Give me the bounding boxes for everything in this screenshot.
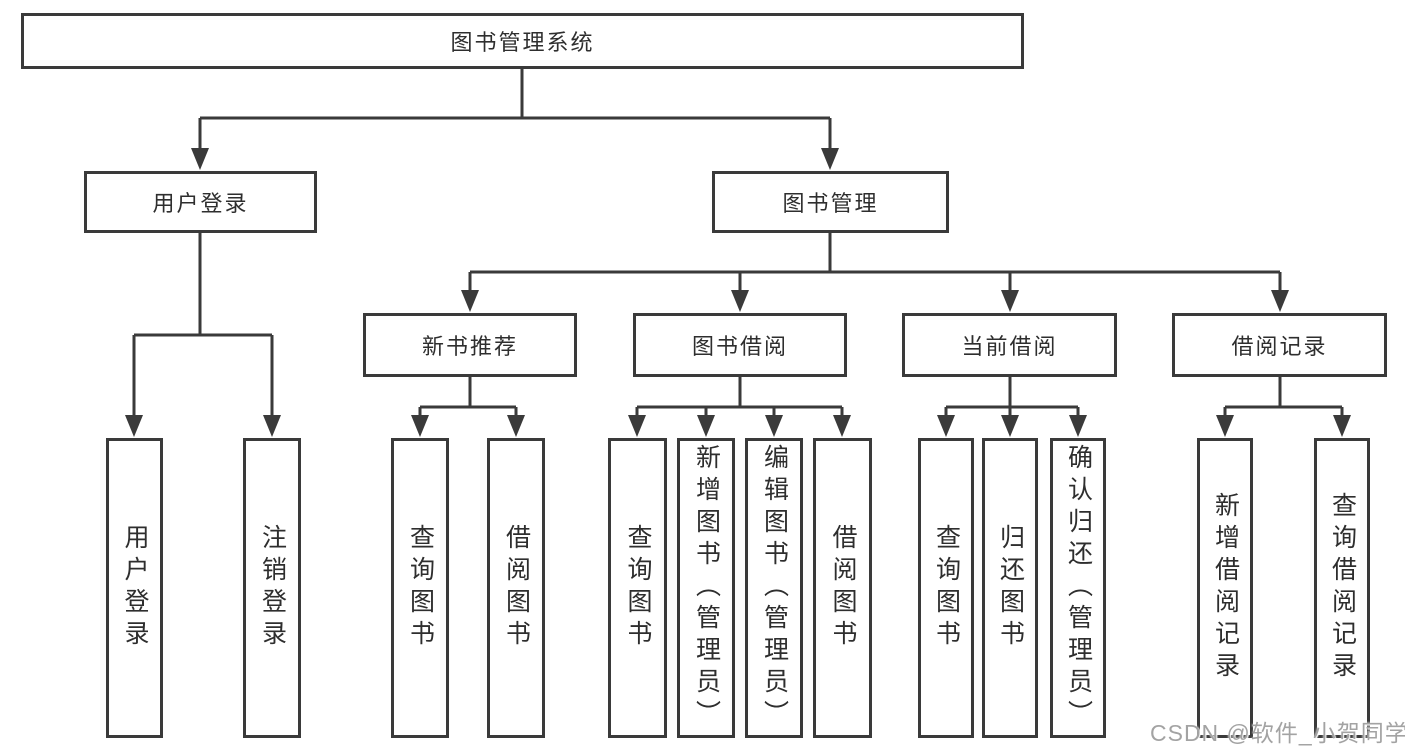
arrowheads [125, 148, 1351, 437]
leaf-label: 查询图书 [932, 524, 961, 652]
leaf-borrowing-borrow-books: 借阅图书 [813, 438, 872, 738]
node-current-borrowing: 当前借阅 [902, 313, 1117, 377]
leaf-recommend-query-books: 查询图书 [391, 438, 449, 738]
leaf-label: 查询图书 [624, 524, 652, 652]
connector-current-borrowing [944, 377, 1080, 416]
node-label: 用户登录 [152, 191, 249, 216]
leaf-user-login: 用户登录 [106, 438, 163, 738]
leaf-borrowing-edit-books-admin: 编辑图书（管理员） [745, 438, 803, 738]
leaf-current-return-books: 归还图书 [982, 438, 1038, 738]
leaf-label: 借阅图书 [502, 524, 531, 652]
leaf-label: 注销登录 [258, 524, 287, 652]
node-book-borrowing: 图书借阅 [633, 313, 847, 377]
leaf-label: 查询借阅记录 [1328, 492, 1357, 684]
leaf-label: 归还图书 [996, 524, 1025, 652]
leaf-label: 确认归还（管理员） [1064, 444, 1093, 732]
leaf-borrowing-add-books-admin: 新增图书（管理员） [677, 438, 735, 738]
leaf-label: 新增图书（管理员） [692, 444, 721, 732]
connector-book-borrowing [635, 377, 844, 416]
node-label: 图书管理系统 [450, 30, 595, 55]
node-label: 借阅记录 [1231, 334, 1328, 359]
node-user-login: 用户登录 [84, 171, 317, 233]
leaf-current-query-books: 查询图书 [918, 438, 974, 738]
csdn-watermark: CSDN @软件_小贺同学 [1150, 720, 1405, 746]
connector-book-management [468, 233, 1282, 291]
leaf-label: 查询图书 [406, 524, 435, 652]
connector-new-book-recommend [418, 377, 518, 416]
connector-user-login [132, 233, 274, 416]
node-borrowing-records: 借阅记录 [1172, 313, 1387, 377]
leaf-records-add-record: 新增借阅记录 [1197, 438, 1253, 738]
node-label: 新书推荐 [421, 334, 518, 359]
node-library-management-system: 图书管理系统 [21, 13, 1024, 69]
node-label: 图书借阅 [691, 334, 788, 359]
leaf-recommend-borrow-books: 借阅图书 [487, 438, 545, 738]
leaf-records-query-record: 查询借阅记录 [1314, 438, 1370, 738]
node-book-management: 图书管理 [712, 171, 949, 233]
connector-root [198, 69, 832, 150]
node-new-book-recommend: 新书推荐 [363, 313, 577, 377]
leaf-current-confirm-return-admin: 确认归还（管理员） [1050, 438, 1106, 738]
node-label: 当前借阅 [961, 334, 1058, 359]
leaf-borrowing-query-books: 查询图书 [608, 438, 667, 738]
node-label: 图书管理 [782, 191, 879, 216]
connector-borrowing-records [1223, 377, 1344, 416]
leaf-label: 新增借阅记录 [1211, 492, 1240, 684]
leaf-logout: 注销登录 [243, 438, 301, 738]
leaf-label: 编辑图书（管理员） [760, 444, 789, 732]
leaf-label: 借阅图书 [829, 524, 857, 652]
leaf-label: 用户登录 [121, 524, 149, 652]
